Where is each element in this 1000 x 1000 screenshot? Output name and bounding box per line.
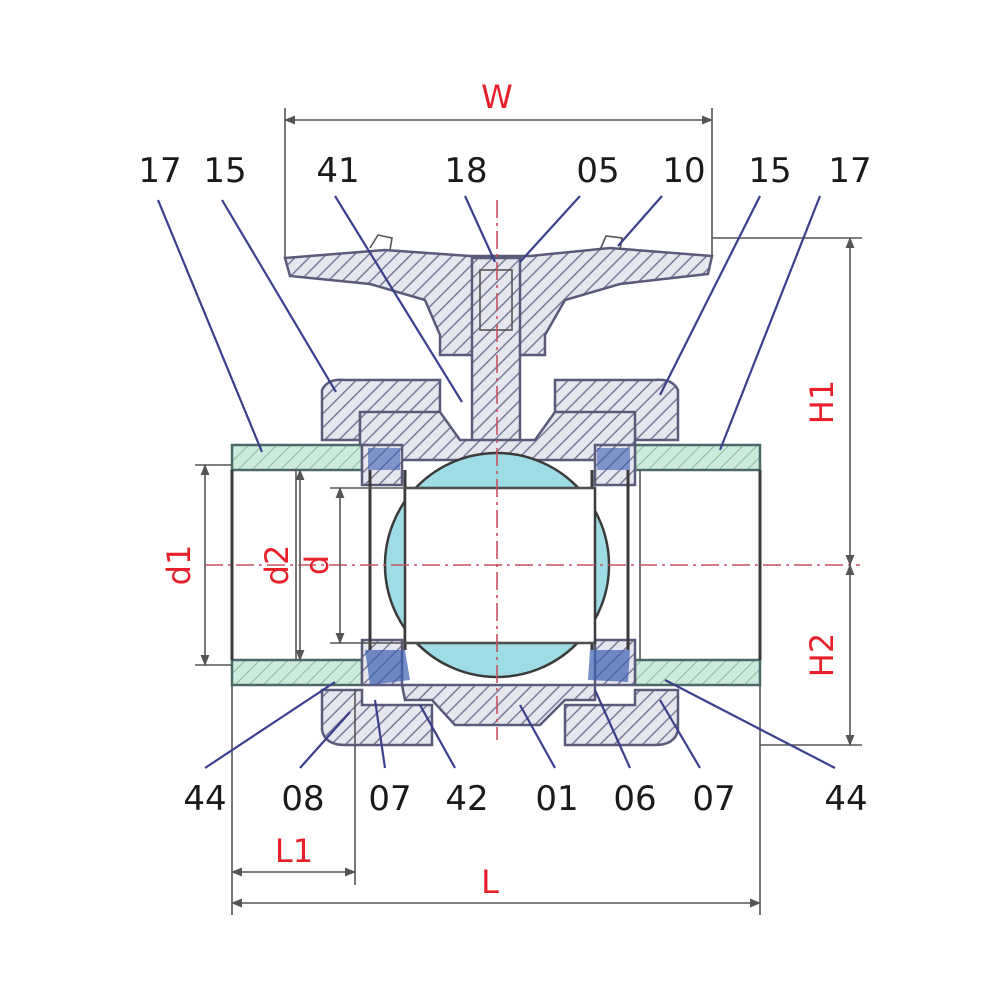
- part-label: 10: [662, 151, 705, 191]
- part-label: 07: [368, 779, 411, 819]
- end-connector-left: [230, 443, 364, 472]
- dim-label-l: L: [481, 863, 499, 901]
- dimension-lines: [195, 108, 862, 915]
- part-label: 17: [138, 151, 181, 191]
- part-labels-bottom: 44 08 07 42 01 06 07 44: [183, 779, 867, 819]
- dimension-labels: W H1 H2 d1 d2 d L1 L: [160, 78, 841, 901]
- part-label: 15: [748, 151, 791, 191]
- valve-drawing: [205, 200, 860, 747]
- part-label: 05: [576, 151, 619, 191]
- part-label: 06: [613, 779, 656, 819]
- part-label: 44: [183, 779, 226, 819]
- bottom-nut-right: [563, 688, 680, 747]
- part-label: 07: [692, 779, 735, 819]
- part-label: 15: [203, 151, 246, 191]
- dim-label-d2: d2: [258, 545, 296, 586]
- part-label: 41: [316, 151, 359, 191]
- part-label: 44: [824, 779, 867, 819]
- dim-label-h1: H1: [803, 380, 841, 424]
- part-label: 17: [828, 151, 871, 191]
- dim-label-h2: H2: [803, 633, 841, 677]
- part-label: 08: [281, 779, 324, 819]
- part-labels-top: 17 15 41 18 05 10 15 17: [138, 151, 871, 191]
- dim-label-d: d: [298, 555, 336, 575]
- dim-label-d1: d1: [160, 545, 198, 586]
- leader-lines: [156, 195, 836, 769]
- part-label: 42: [445, 779, 488, 819]
- part-label: 01: [535, 779, 578, 819]
- dim-label-w: W: [481, 78, 513, 116]
- dim-label-l1: L1: [275, 832, 313, 870]
- part-label: 18: [444, 151, 487, 191]
- end-connector-right: [633, 443, 762, 472]
